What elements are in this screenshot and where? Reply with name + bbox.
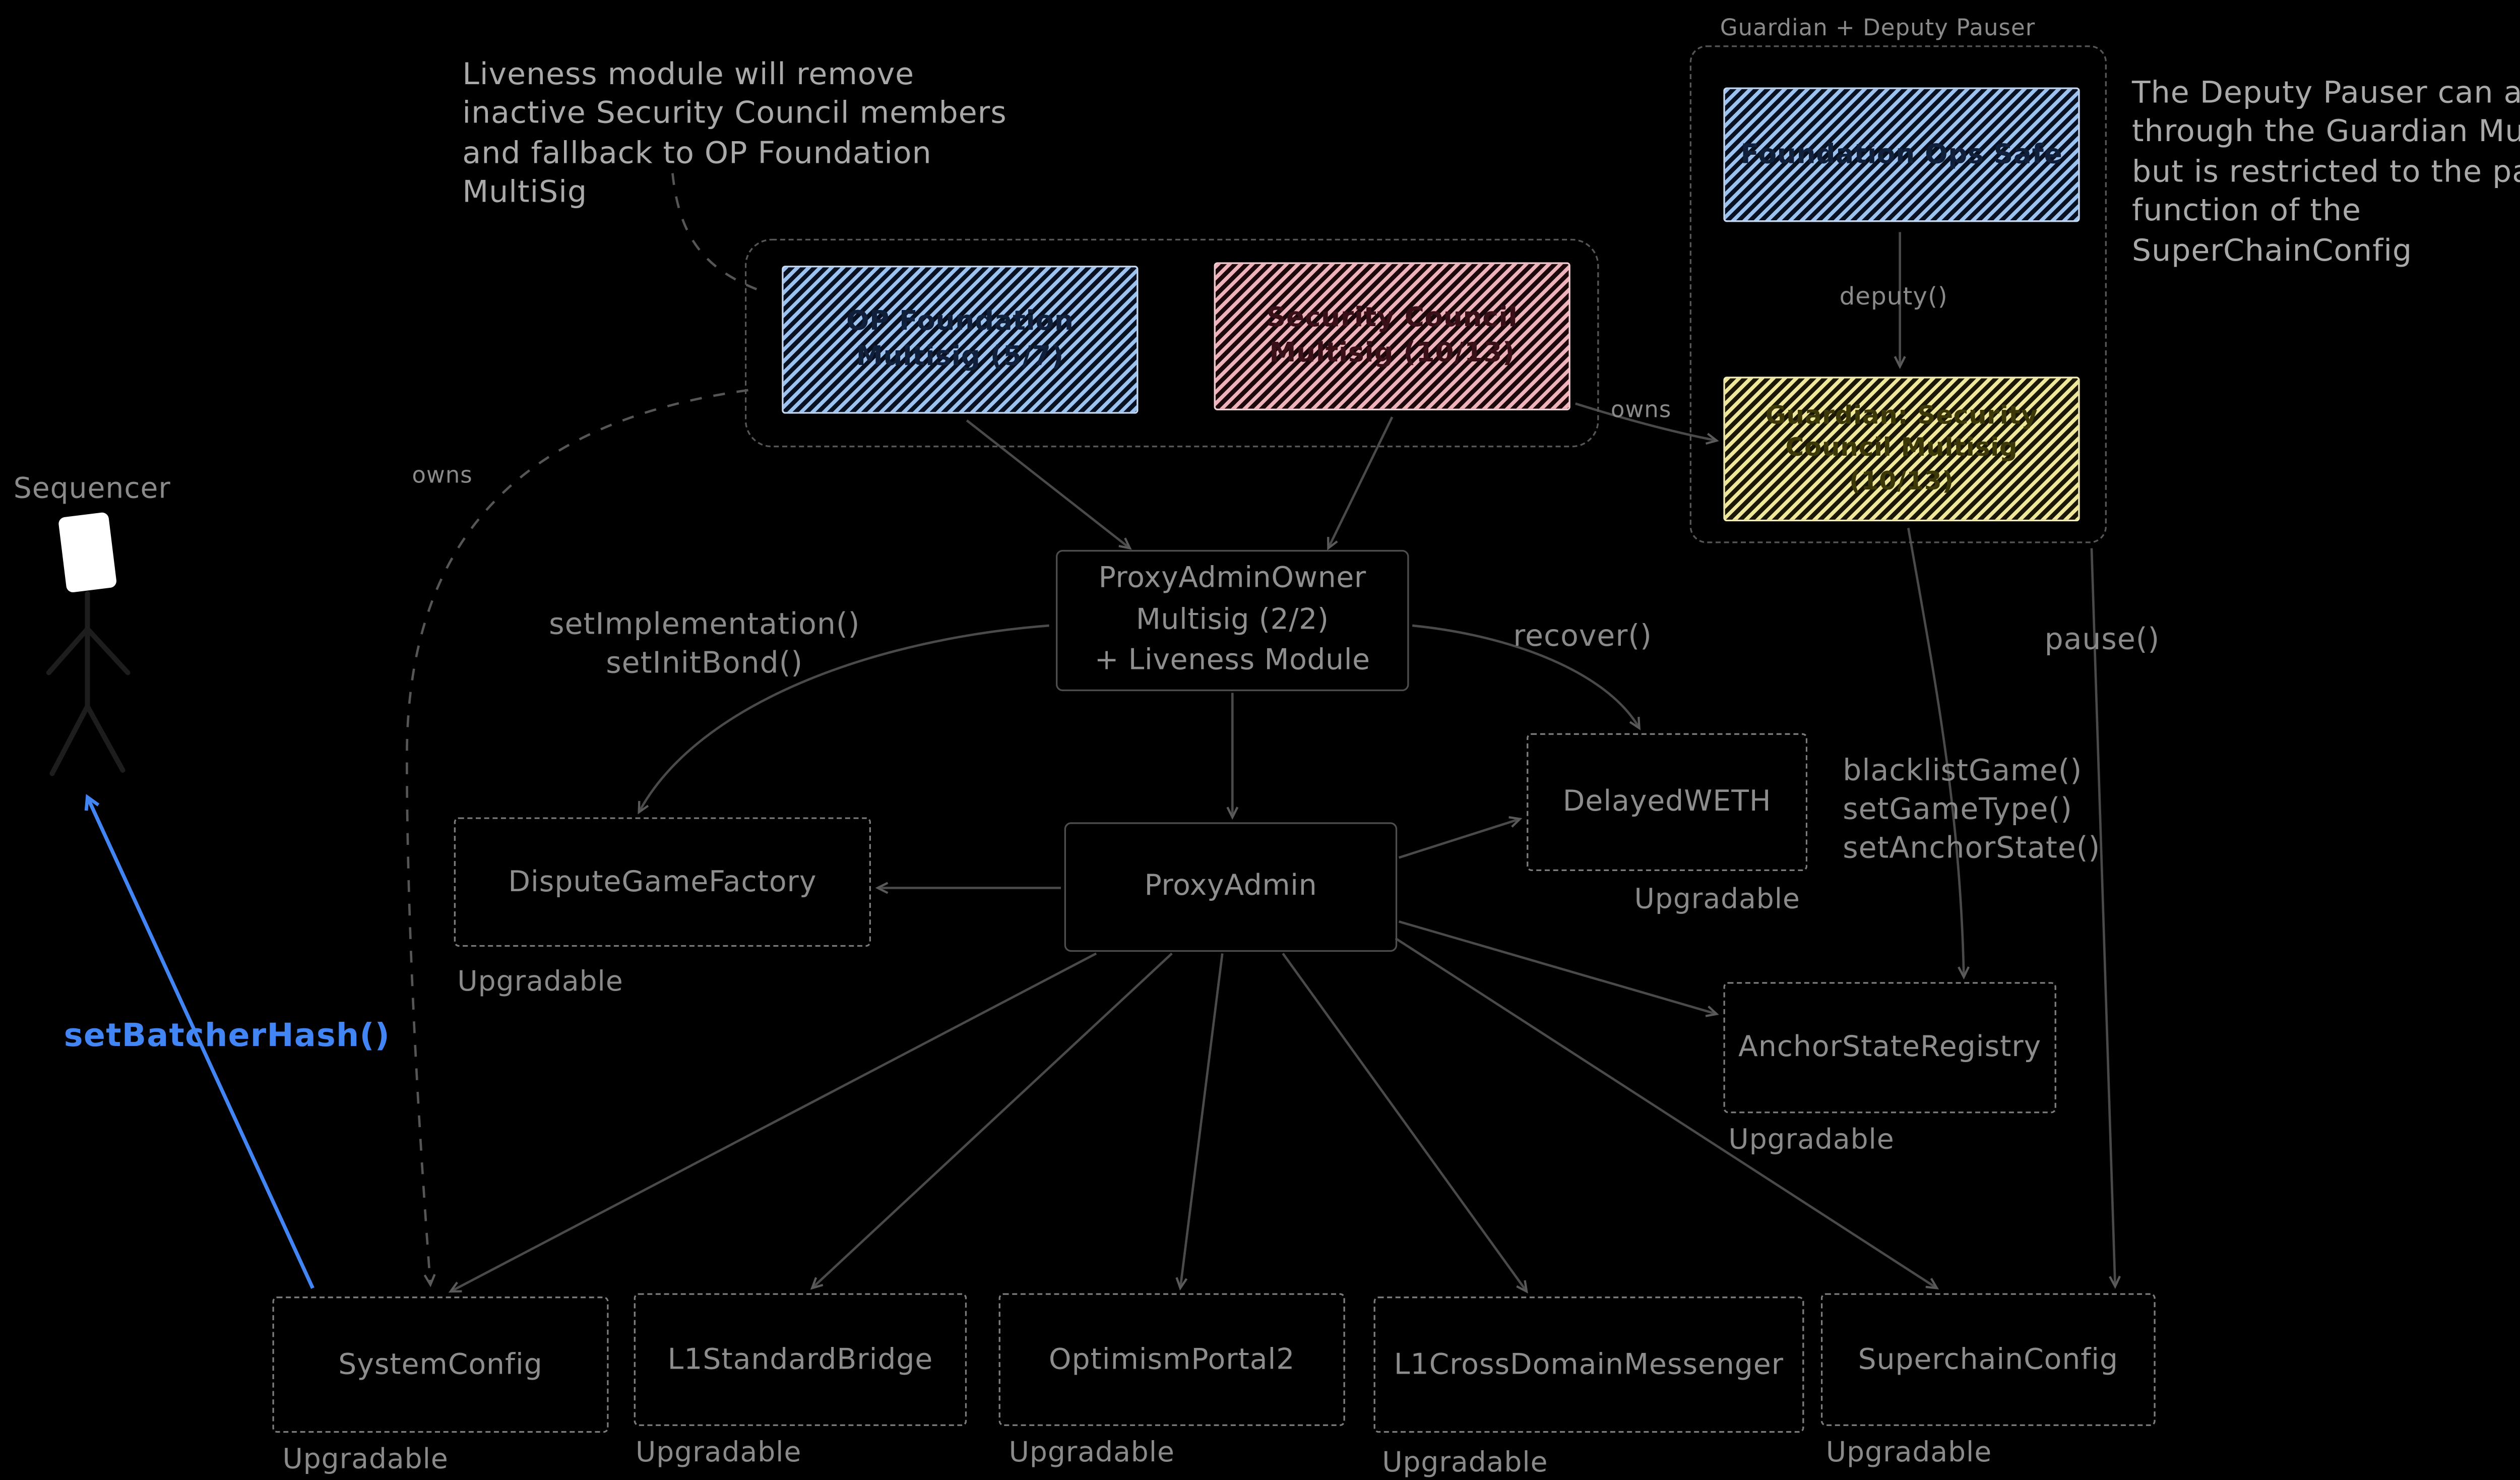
annotation-liveness-note: Liveness module will remove inactive Sec… [462,57,1007,211]
upgradable-label-dweth: Upgradable [1634,883,1800,915]
node-optimism-portal2: OptimismPortal2 [998,1293,1345,1426]
guardian-cluster [1689,45,2107,543]
arrow-setimplementation [638,624,1049,815]
connector-note-to-cluster [671,173,758,290]
arrow-proxyadmin-to-l1standardbridge [810,952,1173,1290]
governance-cluster [744,238,1599,448]
arrow-guardian-to-anchorstate [1907,528,1970,980]
upgradable-label-systemconfig: Upgradable [282,1443,449,1475]
node-delayed-weth: DelayedWETH [1527,733,1808,872]
recover-label: recover() [1513,620,1652,654]
arrow-proxyadmin-to-superchainconfig [1395,937,1939,1290]
upgradable-label-superchain: Upgradable [1825,1436,1992,1468]
pause-label: pause() [2044,624,2160,658]
node-op-foundation-multisig: OP Foundation Multisig (5/7) [782,266,1139,414]
node-guardian-multisig: Guardian: Security Council Multisig (10/… [1723,377,2080,522]
arrow-recover [1412,624,1641,730]
upgradable-label-portal: Upgradable [1009,1436,1175,1468]
arrow-proxyadmin-to-optimismportal2 [1175,953,1224,1291]
node-superchain-config: SuperchainConfig [1820,1293,2156,1426]
annotation-deputy-pauser-note: The Deputy Pauser can act through the Gu… [2132,76,2520,269]
arrow-proxyadmin-to-systemconfig [448,952,1097,1293]
set-batcher-hash-label: setBatcherHash() [64,1017,391,1055]
node-dispute-game-factory: DisputeGameFactory [454,817,871,947]
upgradable-label-l1cdm: Upgradable [1382,1446,1548,1478]
arrow-proxyadmin-to-l1crossdomainmessenger [1282,953,1528,1293]
guardian-cluster-label: Guardian + Deputy Pauser [1720,15,2036,42]
node-system-config: SystemConfig [272,1297,609,1433]
upgradable-label-asr: Upgradable [1728,1123,1895,1155]
arrow-foundation-to-pao [966,419,1132,550]
node-l1-cross-domain-messenger: L1CrossDomainMessenger [1373,1297,1804,1433]
arrow-proxyadmin-to-anchorstate [1398,920,1719,1017]
arrow-setbatcherhash [84,794,314,1289]
owns-label-right: owns [1610,397,1672,424]
node-proxy-admin: ProxyAdmin [1064,822,1398,952]
node-security-council-multisig: Security Council Multisig (10/13) [1214,262,1570,410]
arrow-proxyadmin-to-delayedweth [1398,816,1523,859]
node-l1-standard-bridge: L1StandardBridge [634,1293,967,1426]
upgradable-label-dgf: Upgradable [457,965,623,998]
sequencer-label: Sequencer [13,472,171,507]
owns-label-left: owns [412,462,473,489]
sequencer-figure [46,512,131,776]
node-proxy-admin-owner: ProxyAdminOwner Multisig (2/2) + Livenes… [1056,549,1409,692]
set-implementation-label: setImplementation() setInitBond() [549,608,860,682]
upgradable-label-l1sb: Upgradable [636,1436,802,1468]
node-anchor-state-registry: AnchorStateRegistry [1723,982,2056,1114]
arrow-pause [2090,548,2121,1289]
arrow-council-owns-guardian [1575,402,1719,445]
deputy-label: deputy() [1839,284,1948,312]
guardian-actions-label: blacklistGame() setGameType() setAnchorS… [1843,755,2101,867]
arrow-council-to-pao [1327,416,1394,550]
arrow-owns-to-systemconfig [405,389,748,1287]
node-foundation-ops-safe: Foundation Ops Safe [1723,87,2080,222]
